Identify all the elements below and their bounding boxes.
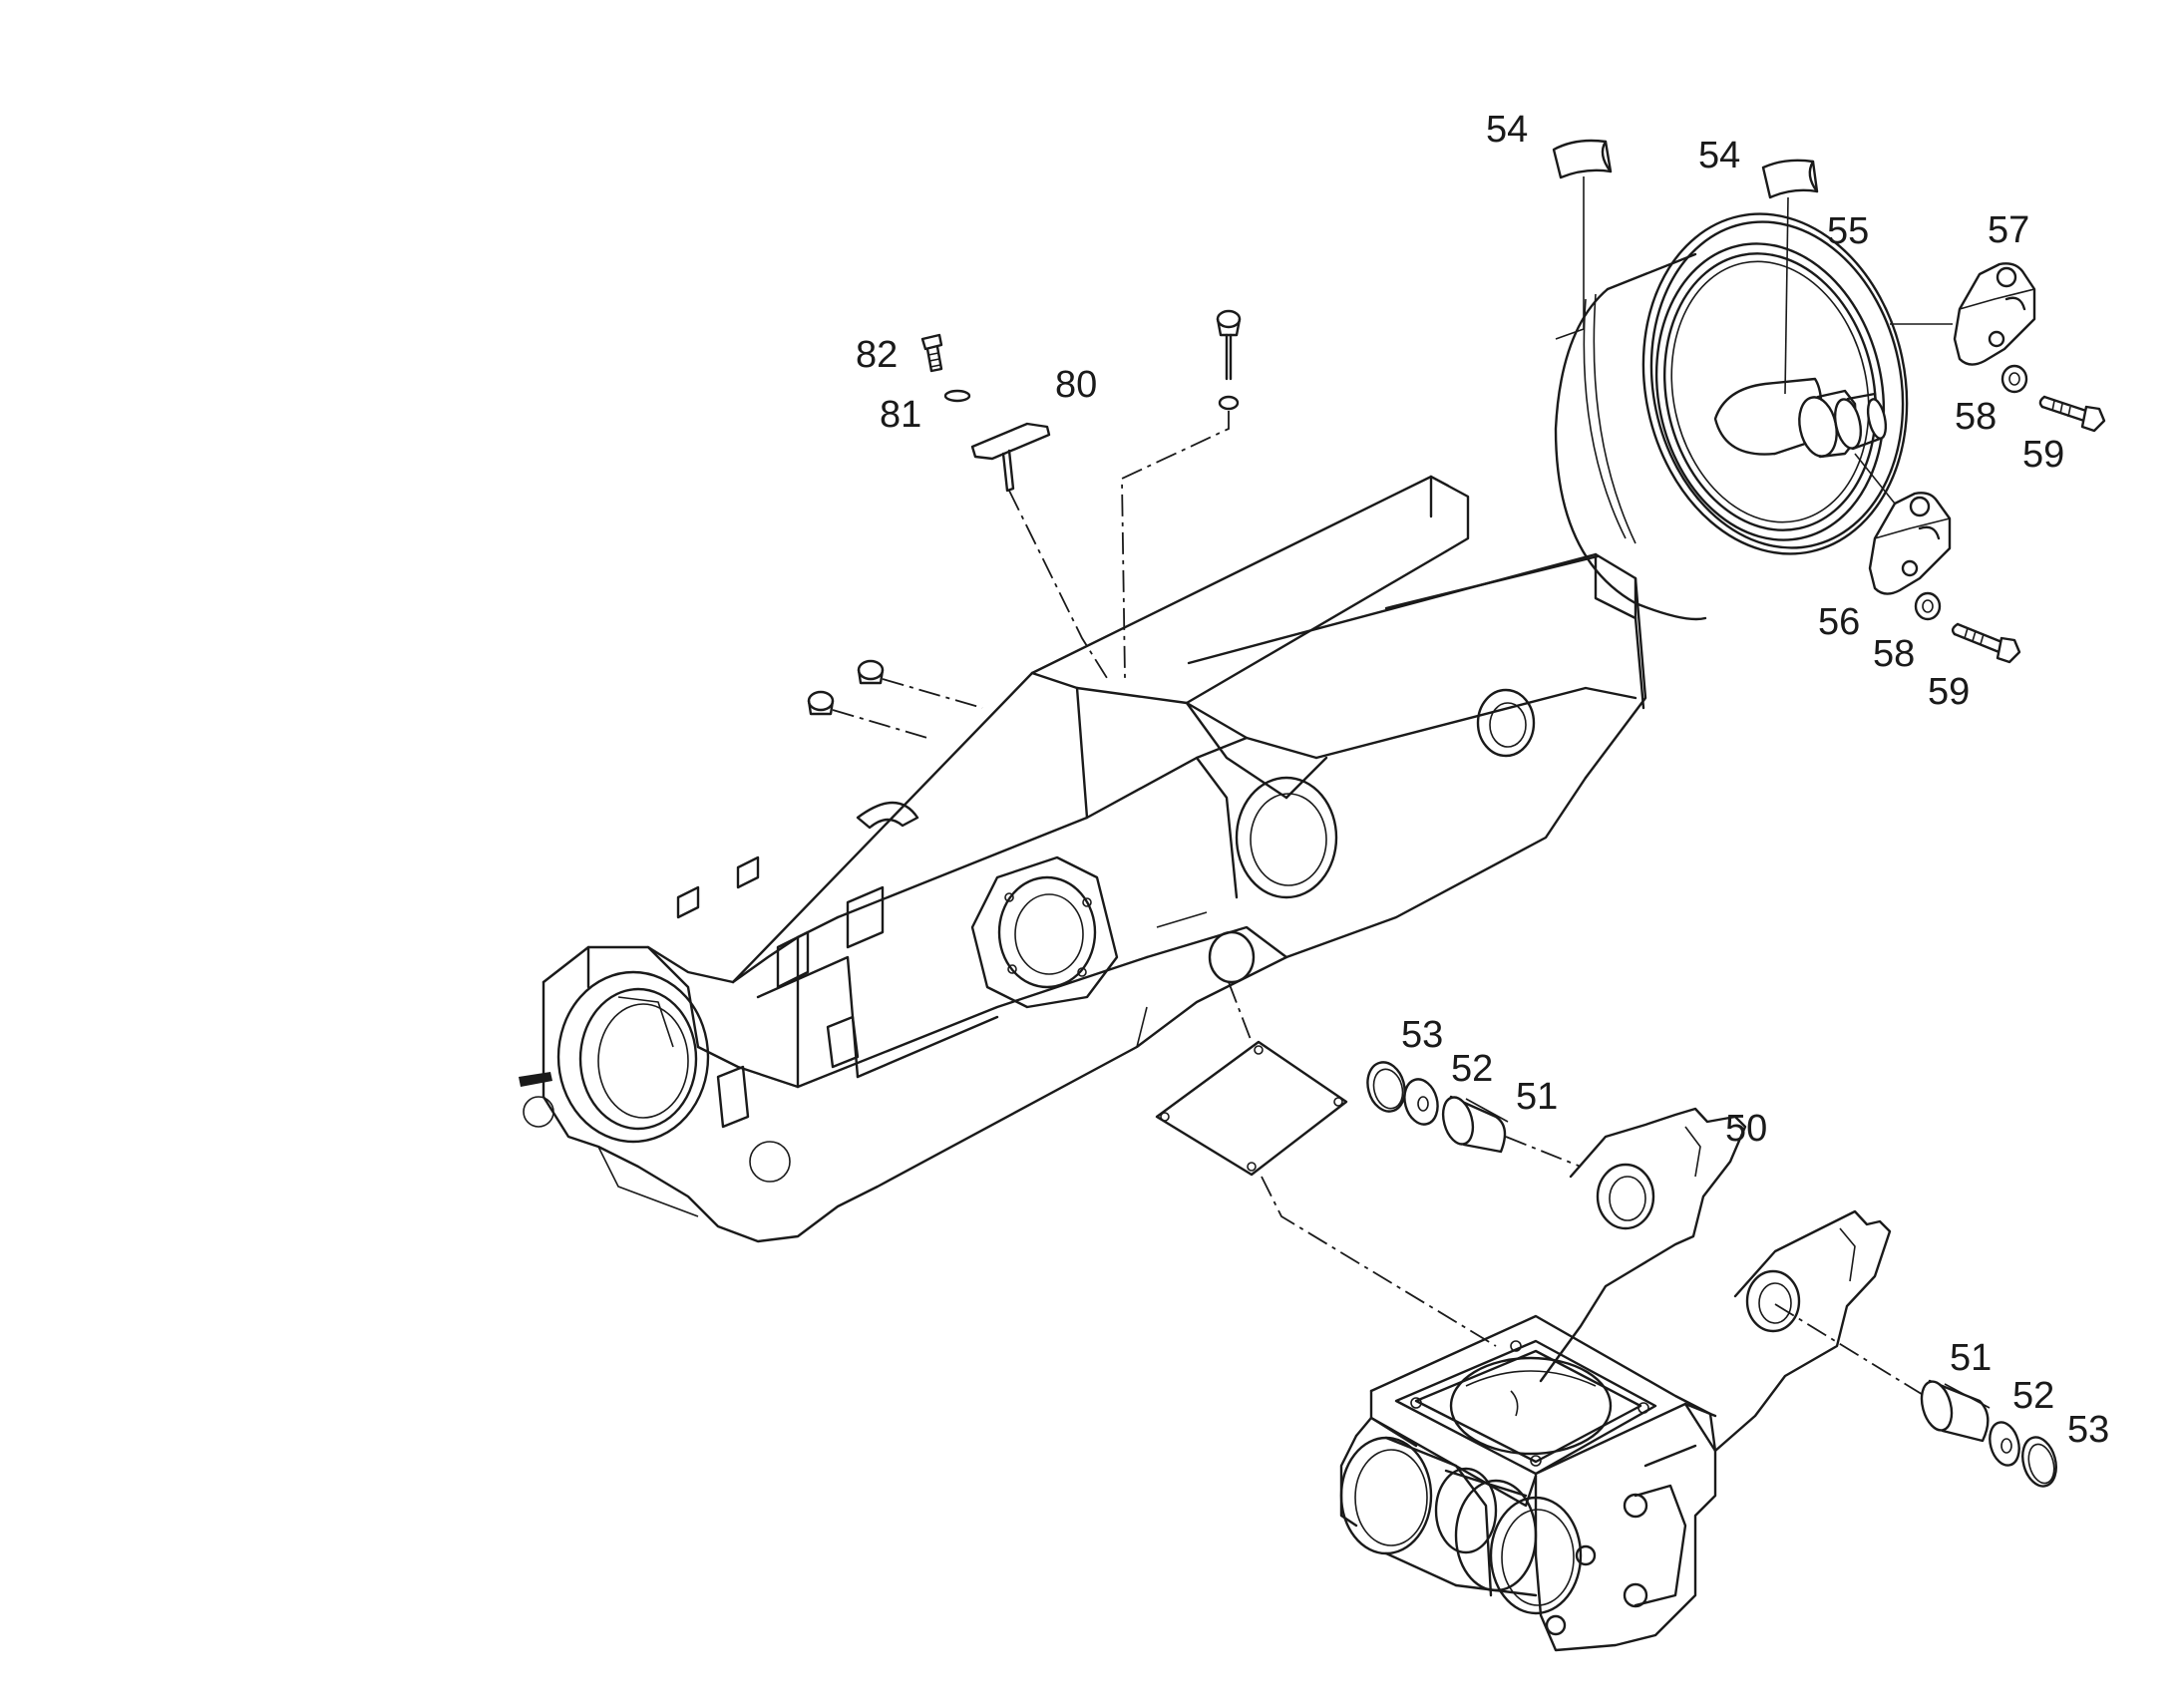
part-58-washer-bottom [1914, 591, 1942, 621]
axis-line-51-upper [1505, 1136, 1582, 1168]
part-50-roller-assembly [1339, 1107, 1892, 1652]
part-57-bracket [1953, 262, 2036, 366]
part-54-bushing-right [1761, 159, 1819, 199]
part-51-pin-lower [1920, 1379, 1991, 1443]
part-51-pin-upper [1441, 1095, 1509, 1154]
axis-line-80 [1008, 490, 1108, 679]
label-55: 55 [1827, 210, 1869, 252]
label-54-left: 54 [1486, 109, 1528, 151]
label-59-top: 59 [2022, 434, 2064, 476]
label-51-lower: 51 [1950, 1337, 1992, 1379]
gasket-plate [1155, 1040, 1348, 1177]
axis-line-gasket [1228, 981, 1253, 1043]
axis-line-50 [1261, 1176, 1497, 1347]
part-55-idler-wheel [1554, 212, 1909, 621]
label-52-upper: 52 [1451, 1048, 1493, 1090]
label-58-bottom: 58 [1873, 633, 1915, 675]
part-54-bushing-left [1552, 139, 1613, 179]
leader-56 [1854, 453, 1896, 505]
label-80: 80 [1055, 364, 1097, 406]
label-54-right: 54 [1698, 135, 1740, 176]
part-52-washer-upper [1403, 1078, 1439, 1126]
leader-54a [1555, 176, 1585, 340]
part-80-cover [970, 422, 1051, 493]
grease-fittings [807, 659, 983, 739]
label-51-upper: 51 [1516, 1076, 1558, 1118]
label-50: 50 [1725, 1108, 1767, 1150]
axis-line-fitting [1121, 411, 1230, 679]
part-59-bolt-top [2038, 395, 2106, 433]
part-56-bracket [1868, 492, 1952, 595]
axis-line-51-lower [1774, 1303, 1926, 1397]
top-breather-fitting [1216, 309, 1242, 411]
label-53-upper: 53 [1401, 1014, 1443, 1056]
label-81: 81 [880, 394, 921, 436]
label-52-lower: 52 [2012, 1375, 2054, 1417]
part-53-snapring-upper [1366, 1061, 1406, 1113]
leader-54b [1784, 196, 1789, 395]
part-52-washer-lower [1989, 1421, 2020, 1467]
label-82: 82 [856, 334, 898, 376]
label-58-top: 58 [1955, 396, 1997, 438]
label-59-bottom: 59 [1928, 671, 1970, 713]
label-57: 57 [1988, 209, 2029, 251]
track-frame [519, 475, 1647, 1243]
part-58-washer-top [2000, 364, 2028, 394]
part-53-snapring-lower [2021, 1436, 2057, 1488]
label-53-lower: 53 [2067, 1409, 2109, 1451]
part-81-oring [943, 389, 971, 403]
part-59-bolt-bottom [1951, 622, 2021, 664]
label-56: 56 [1818, 601, 1860, 643]
part-82-bolt [920, 333, 943, 373]
